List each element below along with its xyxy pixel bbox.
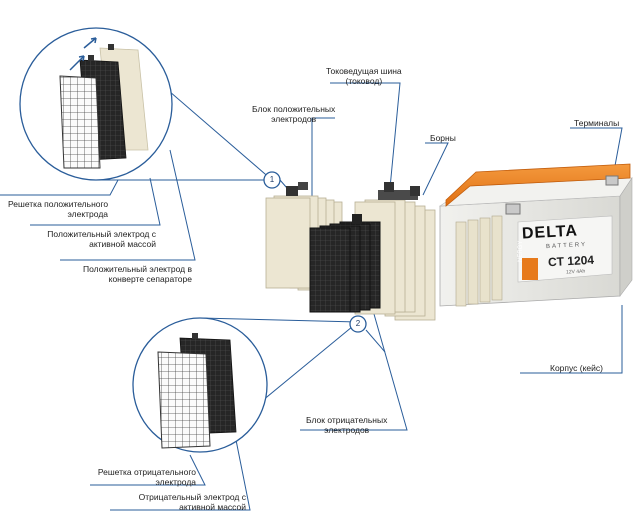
battery-brand: DELTA <box>521 222 579 243</box>
label-case: Корпус (кейс) <box>550 363 603 373</box>
magnifier-negative <box>132 317 268 453</box>
battery-case <box>438 163 633 307</box>
label-terminals: Терминалы <box>574 118 620 128</box>
label-current-bus: Токоведущая шина(токовод) <box>326 66 402 86</box>
callout-1 <box>263 171 281 189</box>
magnifier-positive <box>19 27 173 181</box>
label-borny: Борны <box>430 133 456 143</box>
leader-lines <box>0 27 623 511</box>
negative-electrode-block <box>309 214 381 313</box>
callout-1-number: 1 <box>269 175 275 184</box>
callout-2-number: 2 <box>355 319 361 328</box>
battery-model: CT 1204 <box>547 252 595 270</box>
callout-2 <box>349 315 367 333</box>
battery-series: NERGY <box>518 240 524 262</box>
battery-spec: 12V 4Ah <box>565 268 586 276</box>
